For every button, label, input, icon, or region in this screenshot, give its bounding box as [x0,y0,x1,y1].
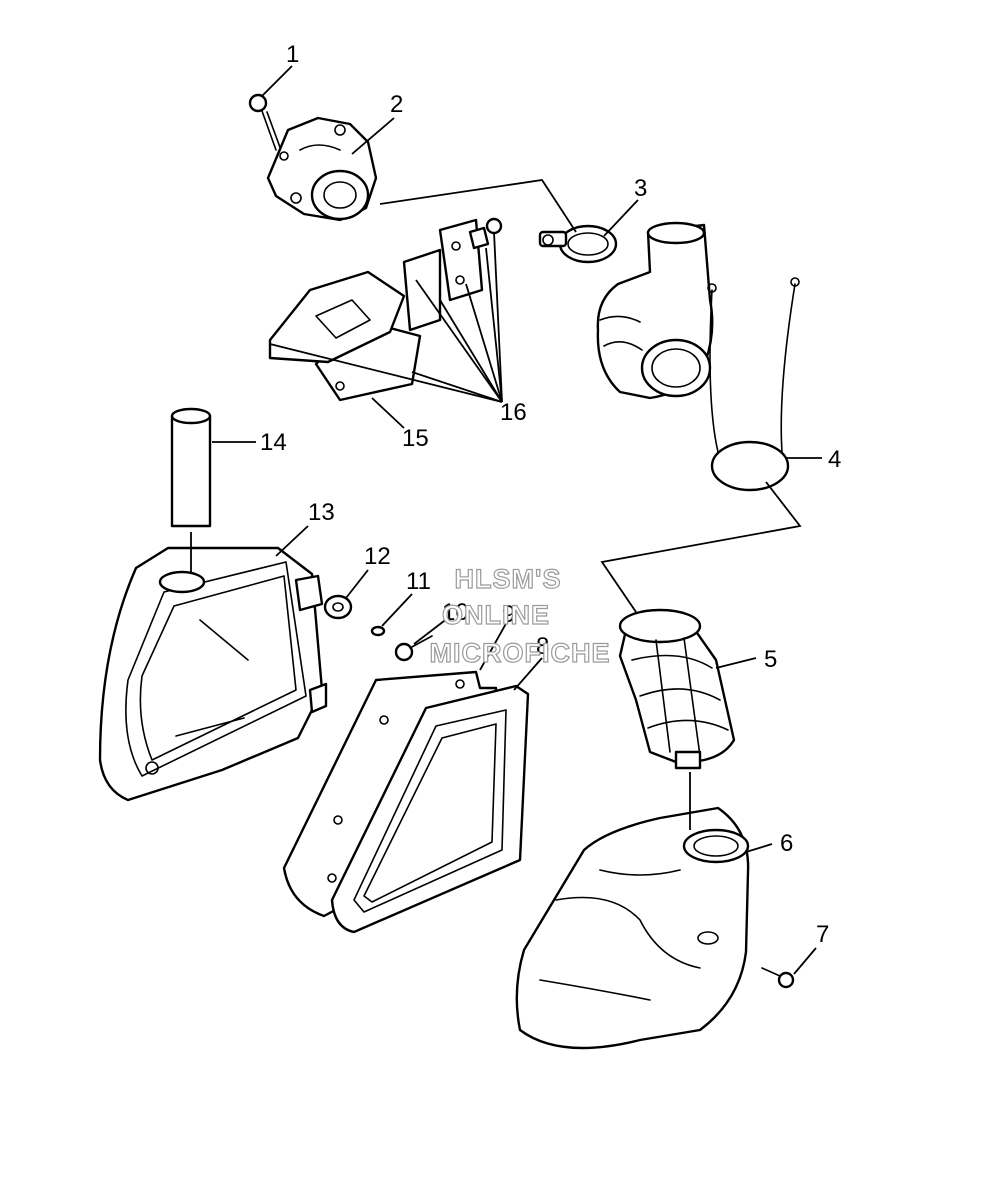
callout-14: 14 [260,429,287,456]
watermark-line-1: HLSM'S [455,564,562,594]
watermark-line-2: ONLINE [442,600,550,630]
part-8-filter-seal [330,684,530,934]
connection-lines [190,179,802,830]
callout-9: 9 [502,601,515,628]
callout-10: 10 [442,599,469,626]
callout-8: 8 [536,633,549,660]
callout-labels: 1 2 3 4 5 6 7 8 9 10 11 12 13 14 15 16 [260,41,841,948]
part-1-screw [248,93,282,151]
watermark-line-3: MICROFICHE [430,638,611,668]
part-4-spring-clip [707,277,800,492]
part-3-hose-clamp [538,224,618,264]
part-11-washer [370,625,386,637]
callout-7: 7 [816,921,829,948]
callout-11: 11 [406,568,431,595]
callout-6: 6 [780,830,793,857]
part-12-grommet [323,594,353,620]
callout-4: 4 [828,446,841,473]
part-10-screw [394,635,433,662]
watermark: HLSM'S ONLINE MICROFICHE [429,563,611,668]
callout-12: 12 [364,543,391,570]
part-13-air-box-housing [98,546,328,802]
part-7-screw [761,967,795,989]
part-5-intake-boot [618,608,736,770]
callout-15: 15 [402,425,429,452]
callout-5: 5 [764,646,777,673]
part-14-tube [170,407,212,528]
callout-3: 3 [634,175,647,202]
part-6-air-box-cover [515,806,750,1050]
callout-16: 16 [500,399,527,426]
callout-1: 1 [286,41,299,68]
intake-elbow-boot [596,221,714,400]
part-2-carburetor-adapter [266,116,378,222]
callout-13: 13 [308,499,335,526]
callout-leaders [212,65,822,975]
callout-2: 2 [390,91,403,118]
